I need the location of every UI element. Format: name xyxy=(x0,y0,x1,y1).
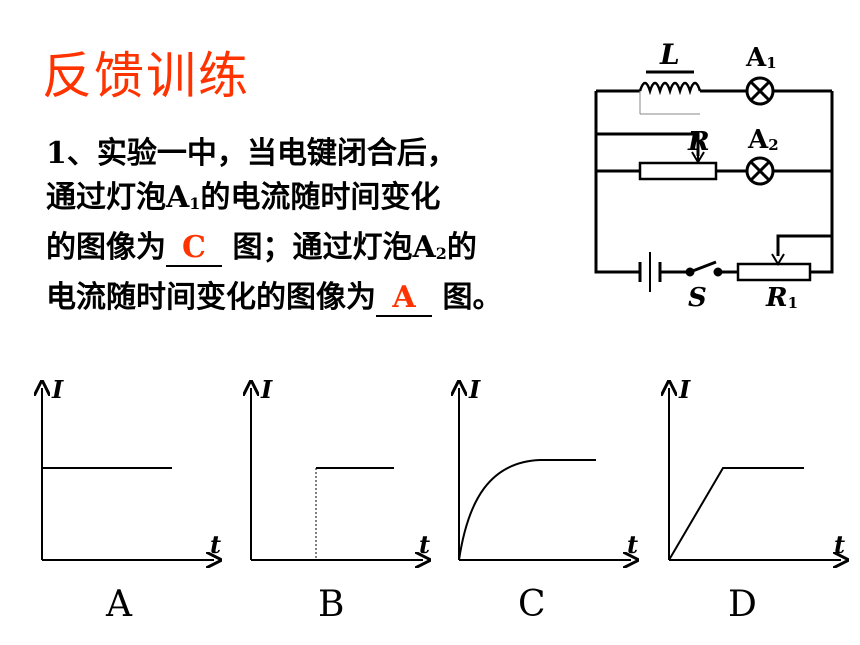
switch-label: S xyxy=(688,283,707,313)
switch-symbol xyxy=(685,260,738,277)
graph-b xyxy=(251,388,423,560)
graph-a-letter: A xyxy=(106,584,132,625)
graph-c xyxy=(459,388,631,560)
graph-d-letter: D xyxy=(728,584,757,625)
question-line-2: 通过灯泡A1的电流随时间变化 xyxy=(46,180,441,215)
circuit-wire-right xyxy=(810,91,834,274)
graph-d xyxy=(669,388,841,560)
answer-blank-1: C xyxy=(166,231,222,267)
graph-c-curve xyxy=(458,459,596,561)
page-title: 反馈训练 xyxy=(42,47,250,105)
graph-a xyxy=(42,388,214,560)
lamp-a1-symbol xyxy=(745,76,775,106)
graph-c-xlabel: t xyxy=(627,530,638,559)
graph-c-letter: C xyxy=(518,584,546,625)
inductor-label: L xyxy=(659,38,680,71)
graph-d-xlabel: t xyxy=(834,530,845,559)
question-line-1: 1、实验一中，当电键闭合后， xyxy=(46,136,457,171)
graph-b-xlabel: t xyxy=(419,530,430,559)
rheostat-r-symbol xyxy=(638,150,718,181)
rheostat-r1-label: R1 xyxy=(765,283,798,313)
graph-d-ylabel: I xyxy=(678,375,691,404)
battery-symbol xyxy=(638,252,662,292)
rheostat-r-label: R xyxy=(687,127,710,157)
graph-b-ylabel: I xyxy=(260,375,273,404)
circuit-wire-r1-tap xyxy=(776,234,832,256)
circuit-wire-left xyxy=(594,91,640,274)
graph-a-ylabel: I xyxy=(51,375,64,404)
lamp-a1-label: A1 xyxy=(745,43,777,73)
inductor-symbol xyxy=(638,70,702,115)
graph-d-curve xyxy=(668,467,804,561)
graph-c-ylabel: I xyxy=(468,375,481,404)
lamp-a2-symbol xyxy=(745,156,775,186)
answer-blank-2: A xyxy=(376,281,432,317)
rheostat-r1-symbol xyxy=(736,253,812,282)
lamp-a2-label: A2 xyxy=(747,125,779,155)
graph-b-letter: B xyxy=(318,584,345,625)
circuit-wire-branch2-tap xyxy=(596,132,700,156)
graph-a-xlabel: t xyxy=(210,530,221,559)
